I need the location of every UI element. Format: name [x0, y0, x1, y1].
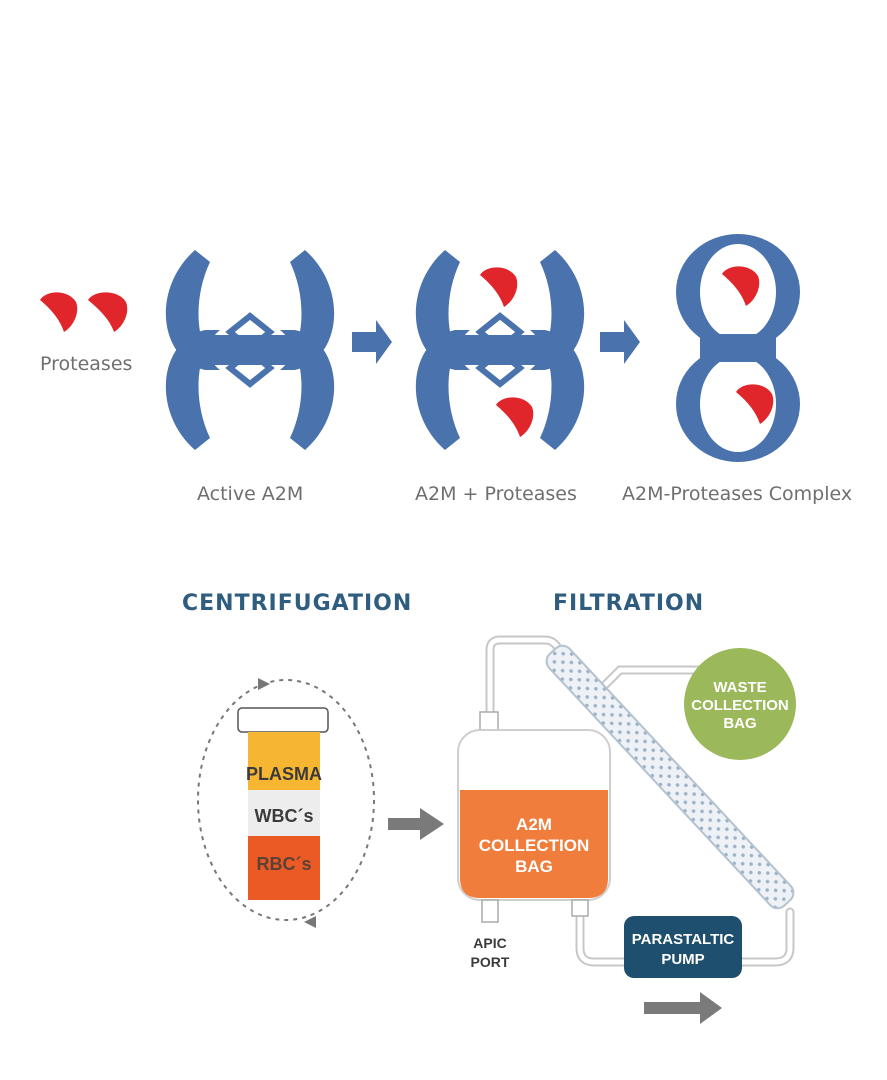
stage3-label: A2M-Proteases Complex [622, 483, 852, 505]
plasma-layer-label: PLASMA [246, 764, 322, 784]
a2m-collection-bag [457, 711, 611, 923]
waste-bag-line2: COLLECTION [691, 697, 789, 714]
filtration-title: FILTRATION [553, 591, 704, 616]
stage2-label: A2M + Proteases [415, 483, 577, 505]
active-a2m-molecule [165, 250, 335, 450]
proteases-icon [40, 292, 128, 332]
centrifuge-tube [237, 707, 329, 900]
port-label-line1: APIC [473, 935, 506, 951]
port-label-line2: PORT [471, 954, 510, 970]
proteases-label: Proteases [40, 353, 132, 375]
collection-bag-line3: BAG [515, 857, 553, 876]
waste-collection-bag [684, 648, 796, 760]
filter-column [545, 644, 795, 910]
a2m-proteases-molecule [415, 250, 585, 450]
centrifuge-rotation-path [197, 678, 375, 928]
collection-bag-line1: A2M [516, 815, 552, 834]
centrifugation-title: CENTRIFUGATION [182, 591, 412, 616]
arrow-right-icon [352, 320, 392, 364]
pump-label-line2: PUMP [661, 951, 704, 968]
waste-bag-line3: BAG [723, 715, 756, 732]
tubing-inner [487, 637, 793, 965]
rbc-layer-label: RBC´s [256, 854, 311, 874]
pump-label-line1: PARASTALTIC [632, 931, 735, 948]
stage1-label: Active A2M [197, 483, 303, 505]
wbc-layer-label: WBC´s [255, 806, 314, 826]
arrow-right-icon [388, 808, 444, 840]
flow-arrow-icon [644, 992, 722, 1024]
waste-bag-line1: WASTE [713, 679, 766, 696]
arrow-right-icon [600, 320, 640, 364]
collection-bag-line2: COLLECTION [479, 836, 590, 855]
peristaltic-pump [624, 916, 742, 978]
a2m-complex-molecule [676, 234, 800, 462]
